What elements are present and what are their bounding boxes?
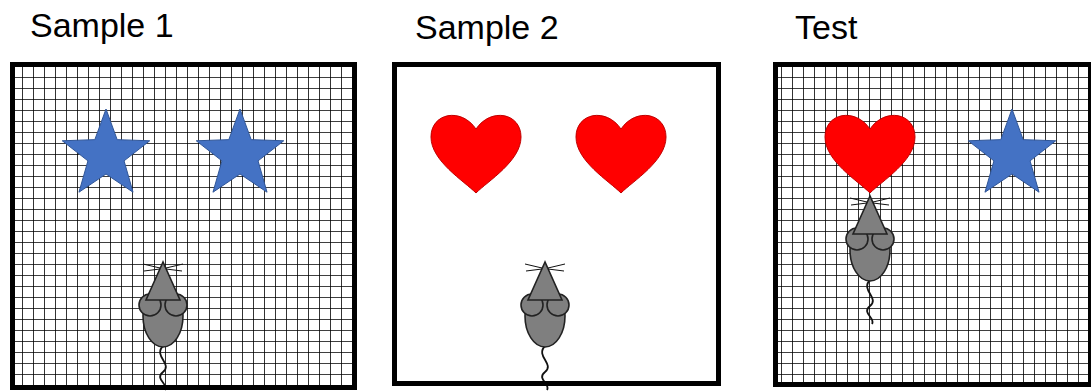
mouse-figure [521, 262, 569, 390]
grid-floor [777, 66, 1091, 383]
arena-panel: Test [773, 0, 1091, 387]
arena-border [773, 62, 1091, 387]
mouse-figure [846, 196, 894, 324]
arena-border [392, 62, 721, 386]
star-object [62, 109, 149, 192]
grid-floor [14, 66, 353, 386]
arena-panel: Sample 2 [392, 0, 721, 386]
heart-object [431, 115, 521, 193]
heart-object [576, 115, 666, 193]
star-object [196, 109, 283, 192]
mouse-figure [139, 262, 187, 390]
panel-heading: Sample 2 [415, 8, 559, 47]
panel-heading: Test [795, 8, 857, 47]
arena-border [10, 62, 357, 390]
star-object [968, 109, 1055, 192]
arena-panel: Sample 1 [10, 0, 357, 390]
heart-object [825, 115, 915, 193]
panel-heading: Sample 1 [30, 6, 174, 45]
